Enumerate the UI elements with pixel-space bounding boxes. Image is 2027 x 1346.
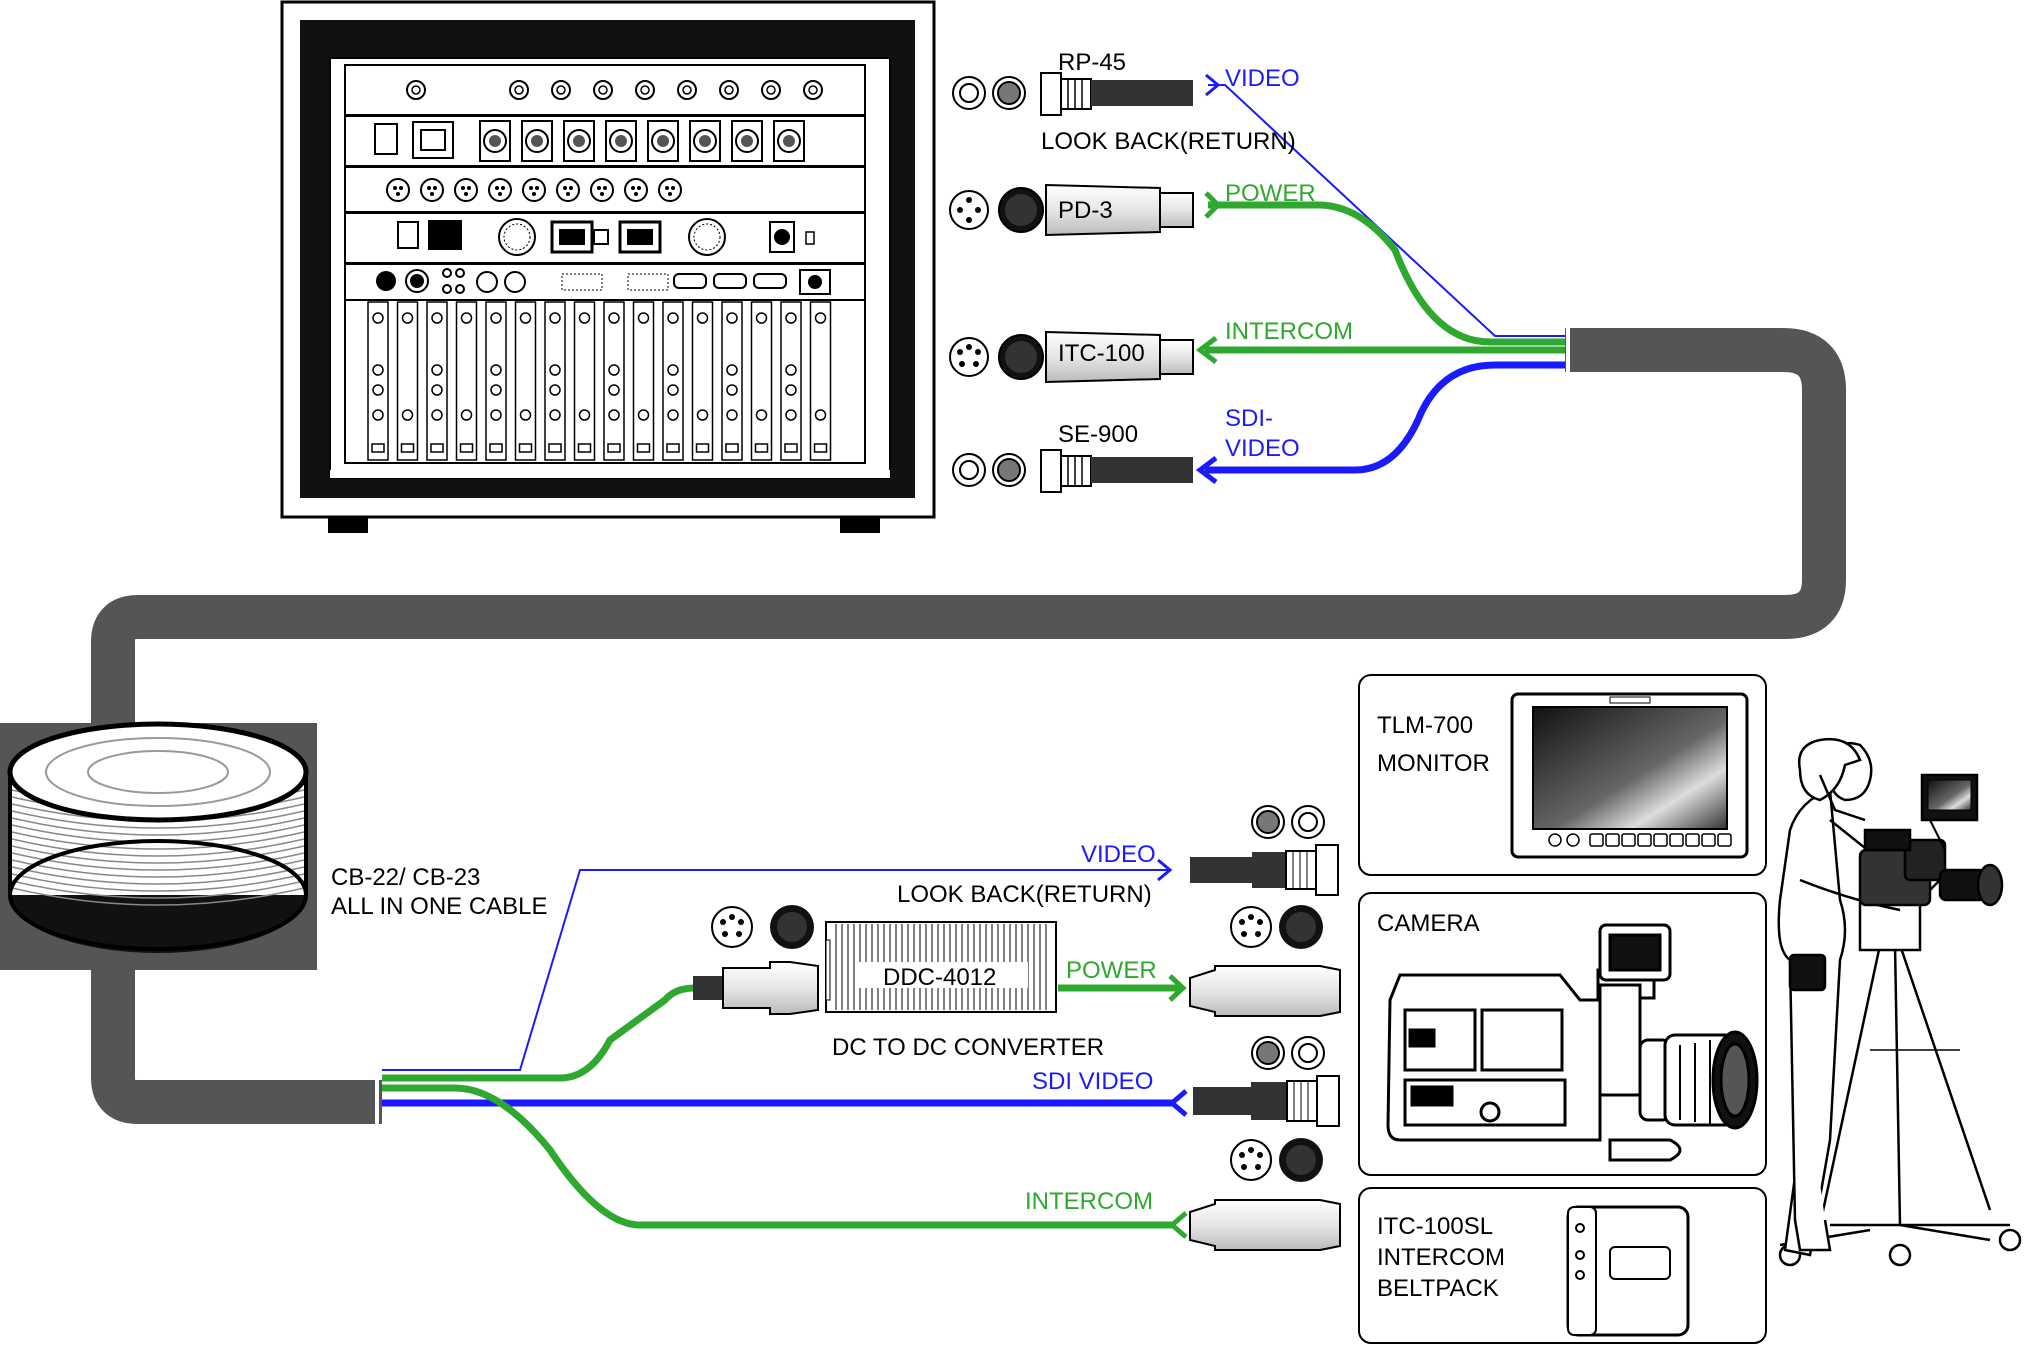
- beltpack-icon: [1566, 1205, 1690, 1337]
- monitor-label-line1: TLM-700: [1377, 712, 1473, 739]
- cable-label-line1: CB-22/ CB-23: [331, 864, 480, 891]
- io-card-row: [367, 301, 832, 461]
- multipin-connector-row: [386, 178, 682, 202]
- trunk-cable: [91, 328, 1846, 1124]
- pd3-label: PD-3: [1058, 197, 1113, 224]
- sdi-label-base-line2: VIDEO: [1225, 435, 1300, 462]
- ac-inlet-icon: [412, 121, 454, 159]
- sdi-video-label-camera: SDI VIDEO: [1032, 1068, 1153, 1095]
- rp45-label: RP-45: [1058, 49, 1126, 76]
- se900-label: SE-900: [1058, 421, 1138, 448]
- beltpack-label-line1: ITC-100SL: [1377, 1213, 1493, 1240]
- camera-icon: [1386, 923, 1759, 1162]
- intercom-label-camera: INTERCOM: [1025, 1188, 1153, 1215]
- converter-caption: DC TO DC CONVERTER: [832, 1034, 1104, 1061]
- lookback-label-base: LOOK BACK(RETURN): [1041, 128, 1296, 155]
- video-plug-camera-side: [1190, 805, 1339, 896]
- beltpack-panel: [1358, 1187, 1767, 1344]
- base-side-wires: [1195, 73, 1568, 484]
- video-label-base: VIDEO: [1225, 65, 1300, 92]
- sdi-label-base-line1: SDI-: [1225, 405, 1273, 432]
- intercom-plug-camera-side: [1189, 1138, 1341, 1251]
- itc100-label: ITC-100: [1058, 340, 1145, 367]
- xlr-connector-row: [479, 120, 805, 162]
- base-station-unit: [280, 0, 936, 533]
- fan-grille-icon: [688, 218, 726, 256]
- converter-input-connector: [693, 905, 819, 1015]
- power-switch-icon: [374, 123, 398, 155]
- pd3-connector: [949, 183, 1194, 237]
- cable-label-line2: ALL IN ONE CABLE: [331, 893, 548, 920]
- lookback-label-camera: LOOK BACK(RETURN): [897, 881, 1152, 908]
- fan-grille-icon: [498, 218, 536, 256]
- monitor-label-line2: MONITOR: [1377, 750, 1490, 777]
- camera-side-wires: [382, 858, 1188, 1239]
- video-label-camera: VIDEO: [1081, 841, 1156, 868]
- rp45-connector: [952, 72, 1193, 116]
- camera-panel: [1358, 892, 1767, 1176]
- camera-label: CAMERA: [1377, 910, 1480, 937]
- se900-connector: [952, 449, 1193, 493]
- power-label-camera: POWER: [1066, 957, 1157, 984]
- sdi-plug-camera-side: [1193, 1036, 1340, 1127]
- dc-inlet-icon: [428, 220, 462, 250]
- beltpack-label-line3: BELTPACK: [1377, 1275, 1499, 1302]
- monitor-panel: [1358, 674, 1767, 876]
- cable-reel: [0, 721, 317, 970]
- camera-operator-illustration: [1777, 737, 2022, 1267]
- bnc-connector-row: [406, 80, 823, 100]
- beltpack-label-line2: INTERCOM: [1377, 1244, 1505, 1271]
- chassis-foot-right: [840, 517, 880, 533]
- chassis-foot-left: [328, 517, 368, 533]
- converter-model-label: DDC-4012: [883, 964, 996, 991]
- itc100-connector: [949, 330, 1194, 384]
- power-plug-camera-side: [1189, 905, 1341, 1017]
- ddc4012-converter: [825, 921, 1057, 1013]
- intercom-label-base: INTERCOM: [1225, 318, 1353, 345]
- power-label-base: POWER: [1225, 180, 1316, 207]
